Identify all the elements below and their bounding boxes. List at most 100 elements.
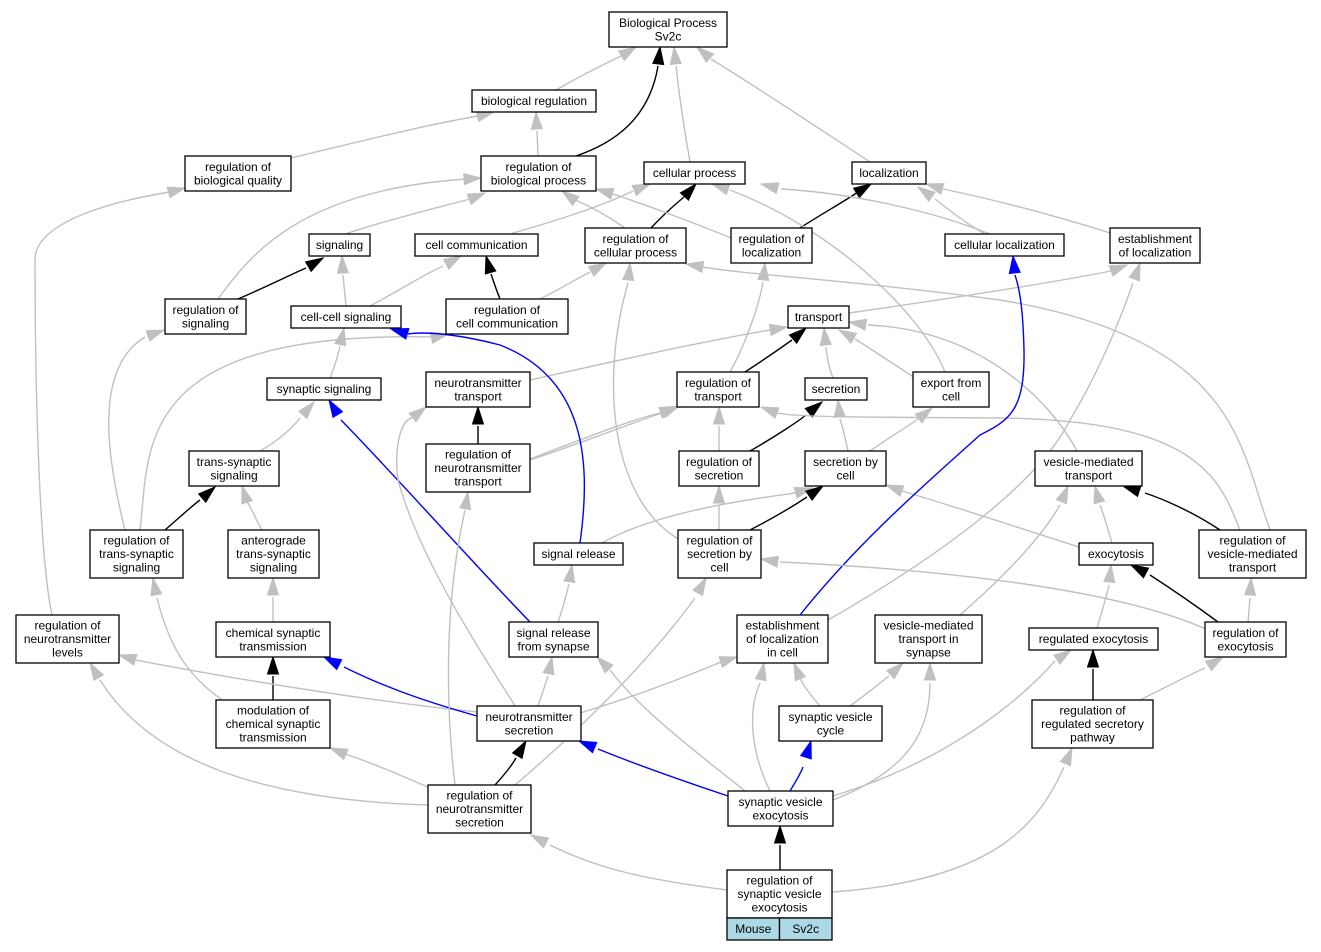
term-label-line: Biological Process (619, 16, 717, 30)
edge-ccs-to-cc-is-a (369, 255, 463, 307)
term-node-loc[interactable]: localization (851, 161, 927, 185)
term-label-line: regulation of (1219, 534, 1286, 548)
term-node-srel[interactable]: signal release (533, 542, 624, 566)
term-label-line: cell communication (456, 316, 558, 330)
term-label-line: cell (836, 468, 854, 482)
edge-cp-to-bp-is-a (669, 45, 691, 163)
term-label-line: cell (710, 561, 728, 575)
edge-sig-to-rbp-is-a (344, 192, 487, 235)
term-node-cloc[interactable]: cellular localization (944, 233, 1065, 257)
edge-sve-to-srfs-is-a (595, 655, 746, 792)
edge-nts-to-srfs-is-a (537, 655, 555, 707)
term-label-line: regulation of (103, 534, 170, 548)
term-label-line: transport (694, 389, 742, 403)
edge-rsve-to-rrsp-is-a (831, 746, 1073, 893)
term-node-breg[interactable]: biological regulation (471, 89, 597, 113)
edge-sve-to-nts-regulates (577, 740, 729, 797)
edge-tss-to-ss-is-a (259, 400, 316, 452)
term-label-line: synaptic vesicle (737, 887, 821, 901)
term-node-cp[interactable]: cellular process (643, 161, 746, 185)
edge-rloc-to-rbp-is-a (594, 187, 737, 241)
edge-regexo-to-rsbc-is-a (759, 555, 1209, 631)
term-label-line: of localization (1119, 245, 1192, 259)
edge-rsve-to-rnts-is-a (529, 834, 728, 891)
term-label-line: secretion (812, 382, 861, 396)
term-node-sec[interactable]: secretion (804, 377, 868, 401)
edge-rcp-to-rbp-is-a (560, 190, 626, 229)
edge-nts-to-ntt-is-a (396, 405, 516, 707)
term-node-ss[interactable]: synaptic signaling (266, 377, 382, 401)
term-label-line: vesicle-mediated (883, 619, 973, 633)
term-label-line: regulation of (686, 534, 753, 548)
edge-eloc-to-loc-is-a (924, 182, 1111, 234)
term-node-sig[interactable]: signaling (308, 233, 371, 257)
term-label-line: vesicle-mediated (1207, 547, 1297, 561)
term-node-rexo[interactable]: regulated exocytosis (1028, 627, 1159, 651)
term-node-cc[interactable]: cell communication (414, 233, 539, 257)
term-label-line: exocytosis (752, 808, 808, 822)
edge-cst-to-ats-is-a (266, 576, 280, 622)
term-label-line: establishment (745, 619, 820, 633)
edge-rtss-to-tss-part-of (164, 485, 217, 531)
term-label-line: biological process (491, 173, 586, 187)
term-node-trn[interactable]: transport (787, 305, 850, 329)
term-label-line: exocytosis (1088, 547, 1144, 561)
edge-rcp-to-cp-part-of (650, 182, 698, 229)
term-label-line: regulation of (602, 232, 669, 246)
term-node-exo[interactable]: exocytosis (1078, 542, 1154, 566)
edge-srfs-to-srel-is-a (557, 563, 576, 623)
term-label-line: export from (921, 376, 982, 390)
term-label-line: anterograde (241, 534, 306, 548)
edge-rnts-to-rntt-is-a (447, 490, 472, 786)
term-node-ccs[interactable]: cell-cell signaling (290, 305, 402, 329)
edge-svc-to-vmtis-is-a (849, 661, 905, 707)
edge-loc-to-bp-is-a (695, 45, 871, 163)
edge-rcc-to-cc-part-of (484, 254, 501, 300)
term-label-line: exocytosis (751, 901, 807, 915)
edge-rnts-to-mcst-is-a (328, 747, 431, 789)
term-label-line: cycle (817, 723, 845, 737)
term-label-line: trans-synaptic (236, 547, 311, 561)
edge-srel-to-ccs-regulates (389, 327, 586, 544)
term-label-line: cell communication (425, 238, 527, 252)
term-label-line: signal release (541, 547, 615, 561)
term-label-line: chemical synaptic (226, 717, 321, 731)
edge-rnts-to-rntl-is-a (89, 661, 429, 806)
term-label-line: signal release (516, 626, 590, 640)
term-label-line: regulation of (1059, 704, 1126, 718)
term-label-line: transport (1065, 468, 1113, 482)
